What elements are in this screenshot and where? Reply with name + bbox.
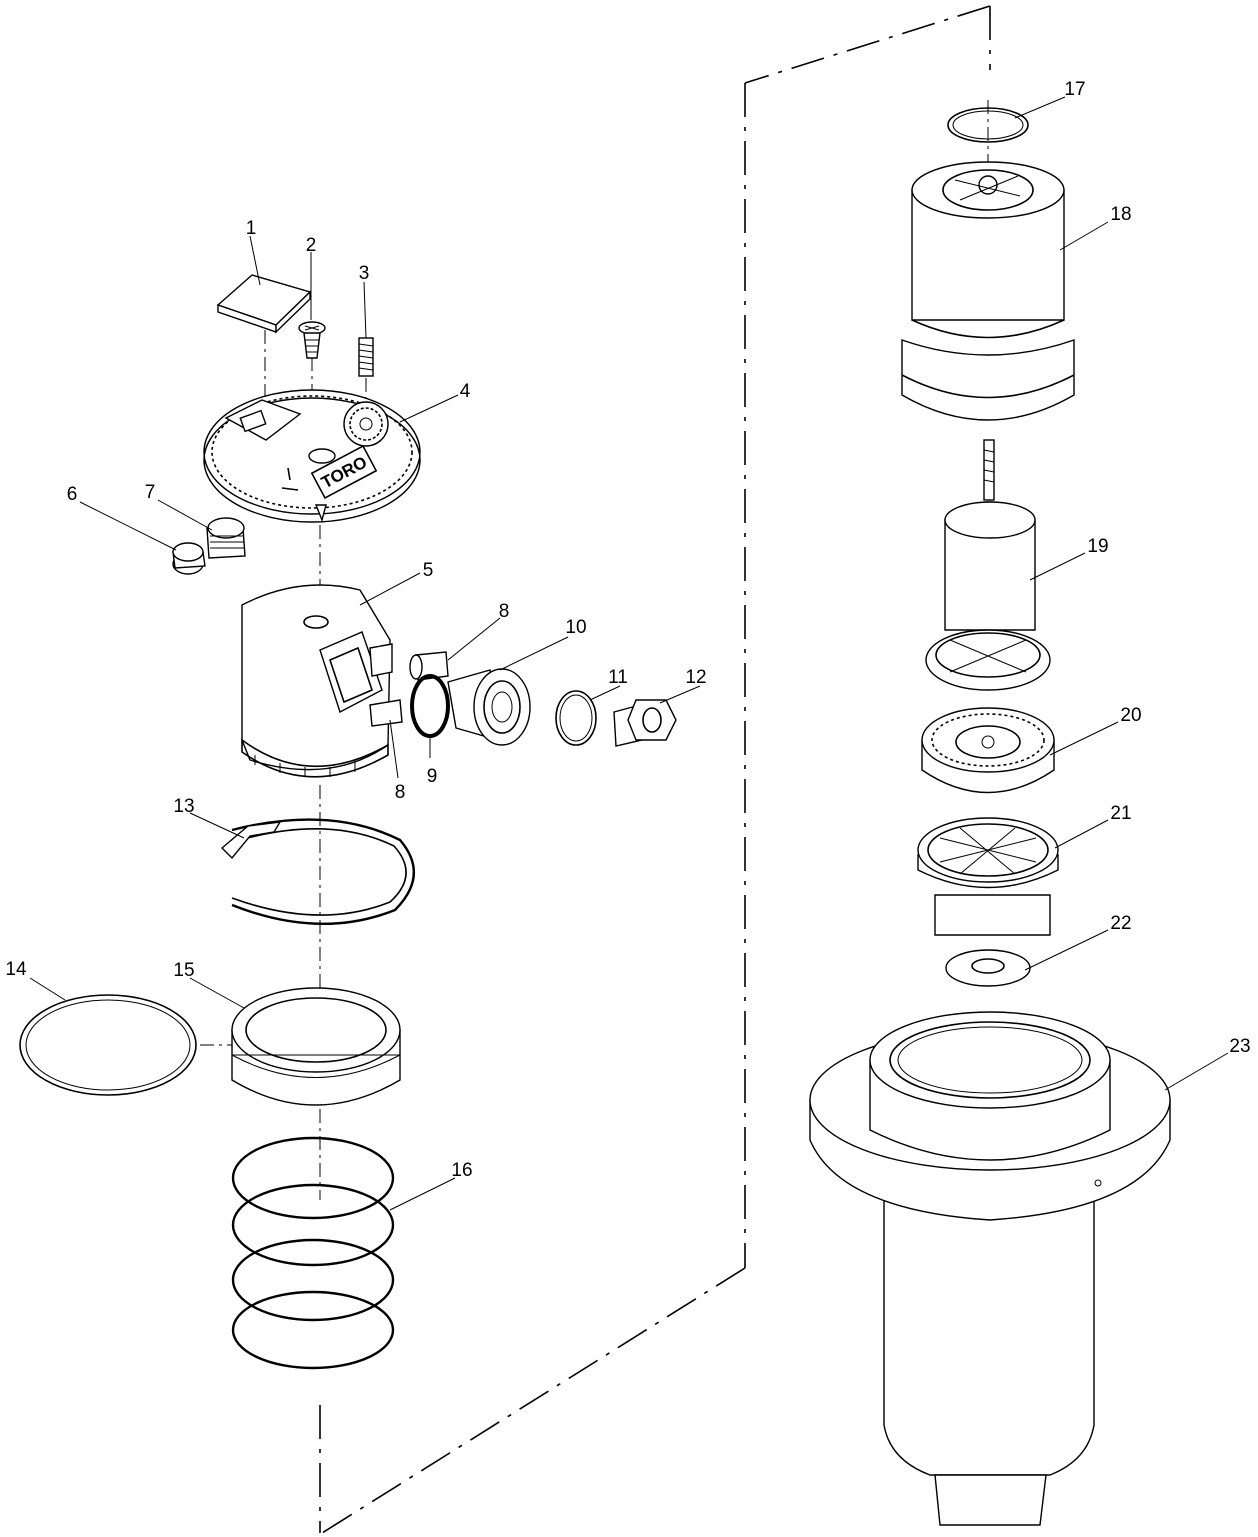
part-3-set-screw [358, 337, 374, 377]
callout-7: 7 [145, 482, 156, 503]
part-12-plug [613, 699, 677, 747]
callout-17: 17 [1064, 79, 1085, 100]
callout-10: 10 [565, 617, 586, 638]
part-6-plug [172, 542, 206, 575]
callout-16: 16 [451, 1160, 472, 1181]
part-15-retainer [231, 987, 401, 1106]
part-4-gear-disc: TORO [203, 389, 421, 523]
part-11-oring [555, 690, 597, 746]
callout-2: 2 [306, 235, 317, 256]
callout-1: 1 [246, 218, 257, 239]
callout-11: 11 [608, 667, 628, 688]
callout-5: 5 [423, 560, 434, 581]
callout-22: 22 [1110, 913, 1131, 934]
callout-4: 4 [460, 381, 471, 402]
callout-21: 21 [1110, 803, 1131, 824]
part-1-cover [216, 274, 312, 334]
callout-19: 19 [1087, 536, 1108, 557]
part-8-fitting-upper [409, 651, 449, 681]
callout-15: 15 [173, 960, 194, 981]
callout-12: 12 [685, 667, 706, 688]
part-19-riser [925, 439, 1051, 691]
part-18-nozzle-housing [901, 161, 1075, 421]
boundary-lines [319, 5, 991, 1534]
callout-14: 14 [5, 959, 27, 980]
part-5-housing [241, 584, 403, 778]
part-16-spring [231, 1136, 395, 1370]
part-10-nozzle [447, 668, 531, 746]
part-17-oring [947, 107, 1029, 143]
callout-13: 13 [173, 796, 194, 817]
callout-9: 9 [427, 766, 438, 787]
part-23-body [809, 1011, 1171, 1526]
part-21-filter-screen [917, 817, 1059, 936]
part-9-oring [410, 674, 450, 738]
callout-23: 23 [1229, 1036, 1250, 1057]
part-20-screen-housing [921, 707, 1055, 794]
callout-6: 6 [67, 484, 78, 505]
part-14-ring [19, 994, 197, 1096]
part-2-screw [298, 321, 326, 359]
callout-20: 20 [1120, 705, 1141, 726]
part-13-snap-ring [220, 818, 415, 925]
part-22-washer [945, 949, 1031, 987]
part-7-plug [206, 517, 246, 559]
callout-3: 3 [359, 263, 370, 284]
leader-lines [29, 96, 1229, 1211]
callout-labels: 1 2 3 4 5 6 7 8 8 9 10 11 12 13 14 15 16… [5, 79, 1250, 1181]
callout-8b: 8 [395, 782, 406, 803]
callout-8a: 8 [499, 601, 510, 622]
callout-18: 18 [1110, 204, 1131, 225]
